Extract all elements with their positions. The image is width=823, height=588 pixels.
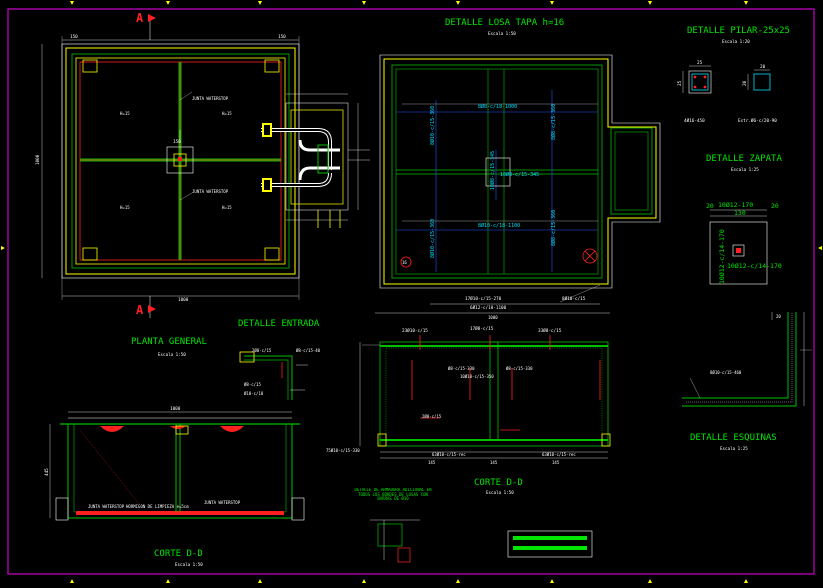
losa-below-1: 17Ø10-c/15-270 xyxy=(465,295,502,302)
corte-left-height-dim: 445 xyxy=(44,468,50,476)
corte-label-bottom-1: 75Ø10-c/15-330 xyxy=(326,448,360,453)
zapata-rebar-horizontal: 10Ø12-c/14-170 xyxy=(727,262,782,270)
losa-tapa-title: DETALLE LOSA TAPA h=16 xyxy=(445,18,564,28)
losa-tapa-detail xyxy=(375,54,661,314)
pilar-rebar-main: 4Ø16-450 xyxy=(684,117,705,124)
planta-width-dim: 1000 xyxy=(178,297,189,303)
pilar-dim-a: 25 xyxy=(697,60,703,66)
pilar-dim-b: 25 xyxy=(677,80,683,86)
corte-dd-left-scale: Escala 1:50 xyxy=(175,562,203,567)
entrada-label-2: Ø8-c/15-40 xyxy=(296,348,321,353)
corte-label-top-3: 33Ø8-c/15 xyxy=(538,327,562,334)
pilar-title: DETALLE PILAR-25x25 xyxy=(687,26,790,36)
pipe-connection-detail xyxy=(261,93,370,228)
zapata-dim-right: 20 xyxy=(771,202,779,210)
esquinas-label: 8Ø10-c/15-460 xyxy=(710,370,742,375)
losa-rebar-center-b: 10Ø8-c/15-345 xyxy=(500,171,539,178)
losa-rebar-right-top: 8Ø8-c/15-360 xyxy=(550,104,557,140)
zapata-rebar-vertical: 10Ø12-c/14-170 xyxy=(718,229,726,284)
losa-rebar-left-bottom: 8Ø10-c/15-360 xyxy=(429,219,436,258)
losa-rebar-left-top: 8Ø10-c/15-360 xyxy=(429,106,436,145)
corte-label-bottom-2: 63Ø10-c/15-rec xyxy=(432,452,466,457)
corte-dd-left-title: CORTE D-D xyxy=(154,549,203,559)
zapata-scale: Escala 1:25 xyxy=(731,167,759,172)
esquinas-dim: 20 xyxy=(776,314,781,319)
entrada-label-3: Ø8-c/15 xyxy=(244,382,261,387)
losa-rebar-top: 8Ø8-c/18-1000 xyxy=(478,103,517,110)
zapata-dim-left: 20 xyxy=(706,202,714,210)
triangle-arrow-icon xyxy=(148,305,156,313)
esquinas-scale: Escala 1:25 xyxy=(720,446,748,451)
losa-below-2: 8Ø10-c/15 xyxy=(562,295,586,302)
corte-label-top-2: 17Ø8-c/15 xyxy=(470,325,494,332)
planta-h-label-1: H=15 xyxy=(120,111,130,116)
losa-tapa-scale: Escala 1:50 xyxy=(488,31,516,36)
corte-label-top-1: 23Ø10-c/15 xyxy=(402,327,428,334)
pilar-dim-c: 20 xyxy=(760,64,766,70)
esquinas-title: DETALLE ESQUINAS xyxy=(690,433,777,443)
planta-general-plan xyxy=(41,14,300,318)
corte-note: DETALLE DE ARMADURA ADICIONAL EN TODOS L… xyxy=(354,488,432,502)
corte-label-mid-1: Ø8-c/15-330 xyxy=(448,366,475,371)
losa-rebar-bottom: 8Ø10-c/18-1100 xyxy=(478,222,520,229)
corte-dim-bottom-3: 145 xyxy=(552,460,560,465)
section-mark-top: A xyxy=(136,11,144,25)
sheet-frame xyxy=(7,8,815,575)
losa-rebar-right-bottom: 8Ø8-c/15-360 xyxy=(550,210,557,246)
losa-below-dim: 1000 xyxy=(488,315,498,320)
corte-label-mid-3: Ø8-c/15-330 xyxy=(506,366,533,371)
zapata-dim-width: 130 xyxy=(734,209,746,217)
planta-top-dim-right: 150 xyxy=(278,34,286,40)
planta-h-label-2: H=15 xyxy=(222,111,232,116)
triangle-arrow-icon xyxy=(148,14,156,22)
planta-waterstop-label-2: JUNTA WATERSTOP xyxy=(192,189,229,194)
corte-label-bottom-3: 63Ø10-c/15-rec xyxy=(542,452,576,457)
pilar-scale: Escala 1:20 xyxy=(722,39,750,44)
corte-dd-right-scale: Escala 1:50 xyxy=(486,490,514,495)
pilar-rebar-stirrup: Estr.Ø6-c/20-90 xyxy=(738,117,777,124)
corte-dim-bottom-2: 145 xyxy=(490,460,498,465)
planta-h-label-4: H=15 xyxy=(222,205,232,210)
corte-label-mid-2: 10Ø10-c/15-350 xyxy=(460,374,494,379)
corte-left-label-3: JUNTA WATERSTOP xyxy=(204,500,241,505)
losa-below-3: 6Ø12-c/18-1100 xyxy=(470,304,507,311)
circle-marker-icon xyxy=(400,256,412,268)
corte-dim-bottom-1: 145 xyxy=(428,460,436,465)
planta-general-title: PLANTA GENERAL xyxy=(131,337,207,347)
zapata-dim-top: 10Ø12-170 xyxy=(718,201,753,209)
zapata-title: DETALLE ZAPATA xyxy=(706,154,782,164)
planta-center-dim: 150 xyxy=(173,139,181,145)
entrada-title: DETALLE ENTRADA xyxy=(238,319,320,329)
corte-left-label-2: HORMIGON DE LIMPIEZA e=5cm xyxy=(126,504,189,509)
pilar-detail xyxy=(682,65,771,94)
corte-dd-left-section xyxy=(49,411,305,521)
losa-level-mark: 16 xyxy=(402,260,407,265)
entrada-label-4: Ø10-c/18 xyxy=(244,391,264,396)
planta-height-dim: 1000 xyxy=(35,154,41,165)
corte-dd-right-title: CORTE D-D xyxy=(474,478,523,488)
zapata-detail xyxy=(709,209,768,285)
planta-top-dim-left: 150 xyxy=(70,34,78,40)
corte-left-width-dim: 1000 xyxy=(170,406,181,412)
pilar-dim-d: 20 xyxy=(742,80,748,86)
entrada-label-1: 2Ø8-c/15 xyxy=(252,348,272,353)
corte-label-mid-4: 2Ø8-c/15 xyxy=(422,414,442,419)
planta-waterstop-label-1: JUNTA WATERSTOP xyxy=(192,96,229,101)
corte-dd-right-section xyxy=(359,335,611,563)
section-mark-bottom: A xyxy=(136,303,144,317)
circle-cross-icon xyxy=(582,248,598,264)
planta-h-label-3: H=15 xyxy=(120,205,130,210)
corte-note-box: DETALLE DE ARMADURA ADICIONAL EN TODOS L… xyxy=(354,488,432,502)
corte-left-label-1: JUNTA WATERSTOP xyxy=(88,504,125,509)
esquinas-detail xyxy=(682,312,812,407)
losa-rebar-center: 10Ø8-c/15-345 xyxy=(489,151,496,190)
planta-general-scale: Escala 1:50 xyxy=(158,352,186,357)
entrada-detail xyxy=(239,351,308,400)
